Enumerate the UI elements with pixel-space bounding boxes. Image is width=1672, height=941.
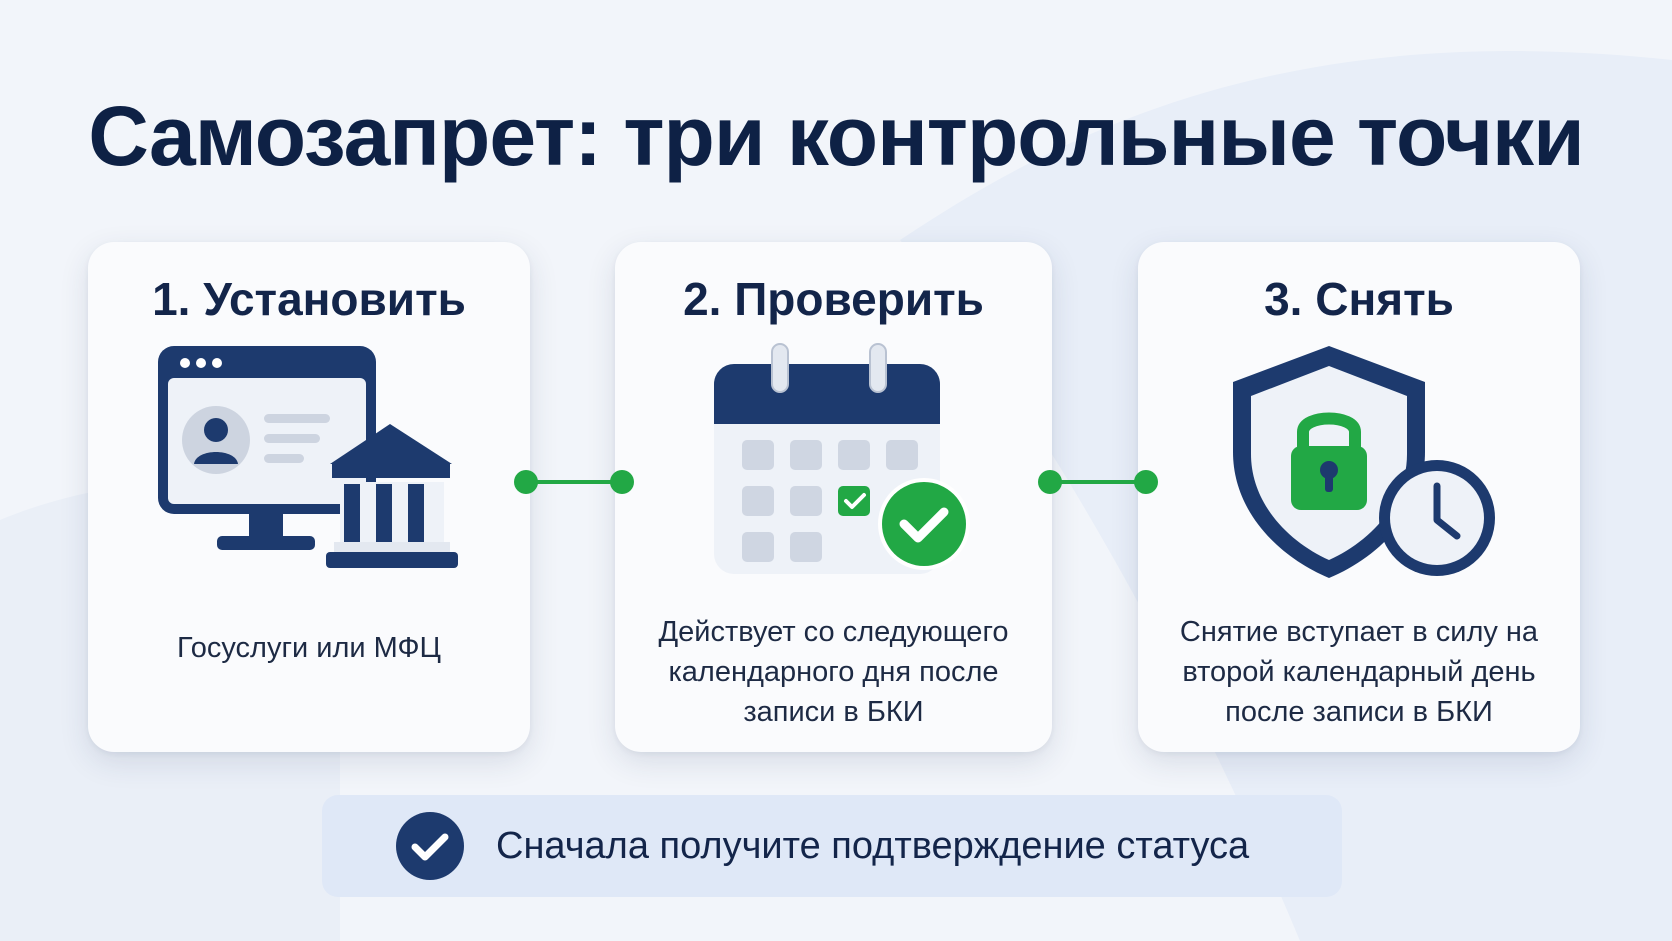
step-card-install: 1. Установить: [88, 242, 530, 752]
step-title: 1. Установить: [152, 273, 466, 325]
step-description: Снятие вступает в силу на второй календа…: [1179, 616, 1539, 728]
banner-text: Сначала получите подтверждение статуса: [496, 825, 1250, 867]
step-title: 3. Снять: [1264, 273, 1454, 325]
calendar-with-check-icon: [713, 343, 970, 574]
step-description: Госуслуги или МФЦ: [176, 632, 442, 664]
step-card-remove: 3. Снять Снятие вступает в силу на второ…: [1138, 242, 1580, 752]
connector-line-2: [1038, 470, 1158, 494]
checkmark-circle-icon: [396, 812, 464, 880]
step-title: 2. Проверить: [683, 273, 984, 325]
step-description: Действует со следующего календарного дня…: [658, 616, 1009, 728]
connector-line-1: [514, 470, 634, 494]
step-card-check: 2. Проверить Действует со следующег: [615, 242, 1052, 752]
page-title: Самозапрет: три контрольные точки: [88, 89, 1584, 183]
shield-lock-clock-icon: [1233, 346, 1495, 578]
computer-with-government-building-icon: [158, 346, 458, 568]
confirmation-banner: Сначала получите подтверждение статуса: [322, 795, 1342, 897]
